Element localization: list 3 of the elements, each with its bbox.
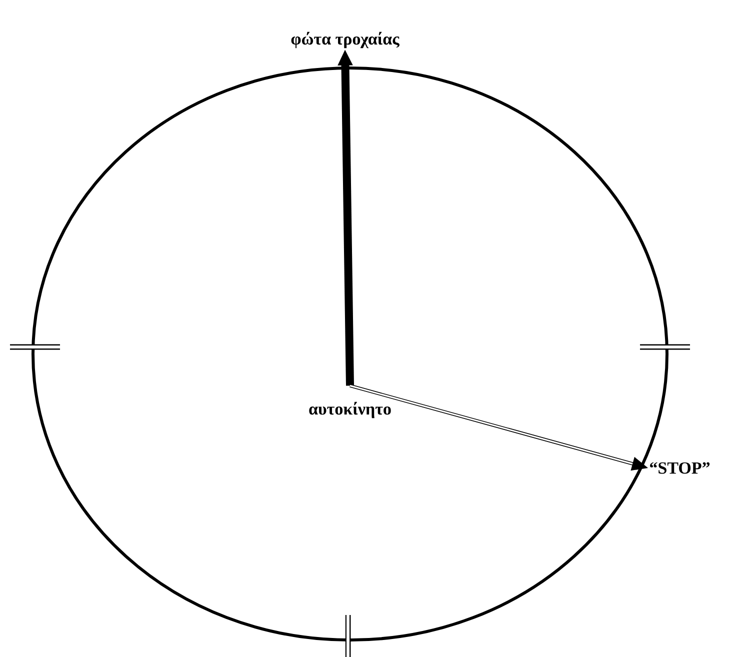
text-label: “STOP” <box>650 462 710 474</box>
text-label: φώτα τροχαίας <box>291 32 400 48</box>
text-label: αυτοκίνητο <box>309 402 391 418</box>
